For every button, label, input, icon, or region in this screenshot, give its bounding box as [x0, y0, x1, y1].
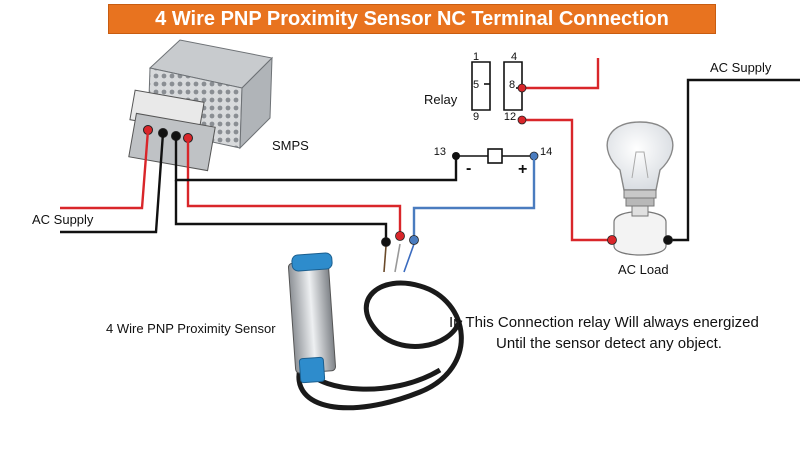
coil-plus-sign: +: [518, 161, 527, 178]
load-terminal-black: [663, 235, 673, 245]
relay-pin-12-terminal: [517, 115, 527, 125]
title-banner: 4 Wire PNP Proximity Sensor NC Terminal …: [108, 4, 716, 34]
black-wires: [60, 78, 800, 242]
smps-unit: [128, 39, 274, 172]
relay-pin-8-terminal: [517, 83, 527, 93]
note-line-1: In This Connection relay Will always ene…: [449, 314, 759, 331]
sensor-terminal-black: [381, 237, 391, 247]
proximity-sensor: [287, 243, 464, 411]
relay-symbol: [471, 61, 523, 111]
relay-coil: [452, 148, 539, 164]
smps-label: SMPS: [272, 138, 309, 153]
ac-load-bulb: [606, 121, 674, 256]
coil-pin-14: 14: [540, 146, 552, 158]
relay-pin-12: 12: [504, 111, 516, 123]
ac-load-label: AC Load: [618, 262, 669, 277]
note-line-2: Until the sensor detect any object.: [496, 335, 722, 352]
ac-supply-left-label: AC Supply: [32, 212, 94, 227]
sensor-terminal-blue: [409, 235, 419, 245]
ac-supply-right-label: AC Supply: [710, 60, 772, 75]
relay-pin-8: 8: [509, 79, 515, 91]
load-terminal-red: [607, 235, 617, 245]
blue-wires: [412, 156, 536, 240]
sensor-terminal-red: [395, 231, 405, 241]
relay-pin-5: 5: [473, 79, 479, 91]
relay-pin-1: 1: [473, 51, 479, 63]
sensor-label: 4 Wire PNP Proximity Sensor: [106, 321, 276, 336]
red-wires: [60, 58, 612, 242]
page-title: 4 Wire PNP Proximity Sensor NC Terminal …: [155, 7, 669, 30]
relay-pin-4: 4: [511, 51, 517, 63]
coil-pin-13: 13: [434, 146, 446, 158]
relay-label: Relay: [424, 92, 458, 107]
relay-pin-9: 9: [473, 111, 479, 123]
coil-minus-sign: -: [466, 160, 471, 177]
